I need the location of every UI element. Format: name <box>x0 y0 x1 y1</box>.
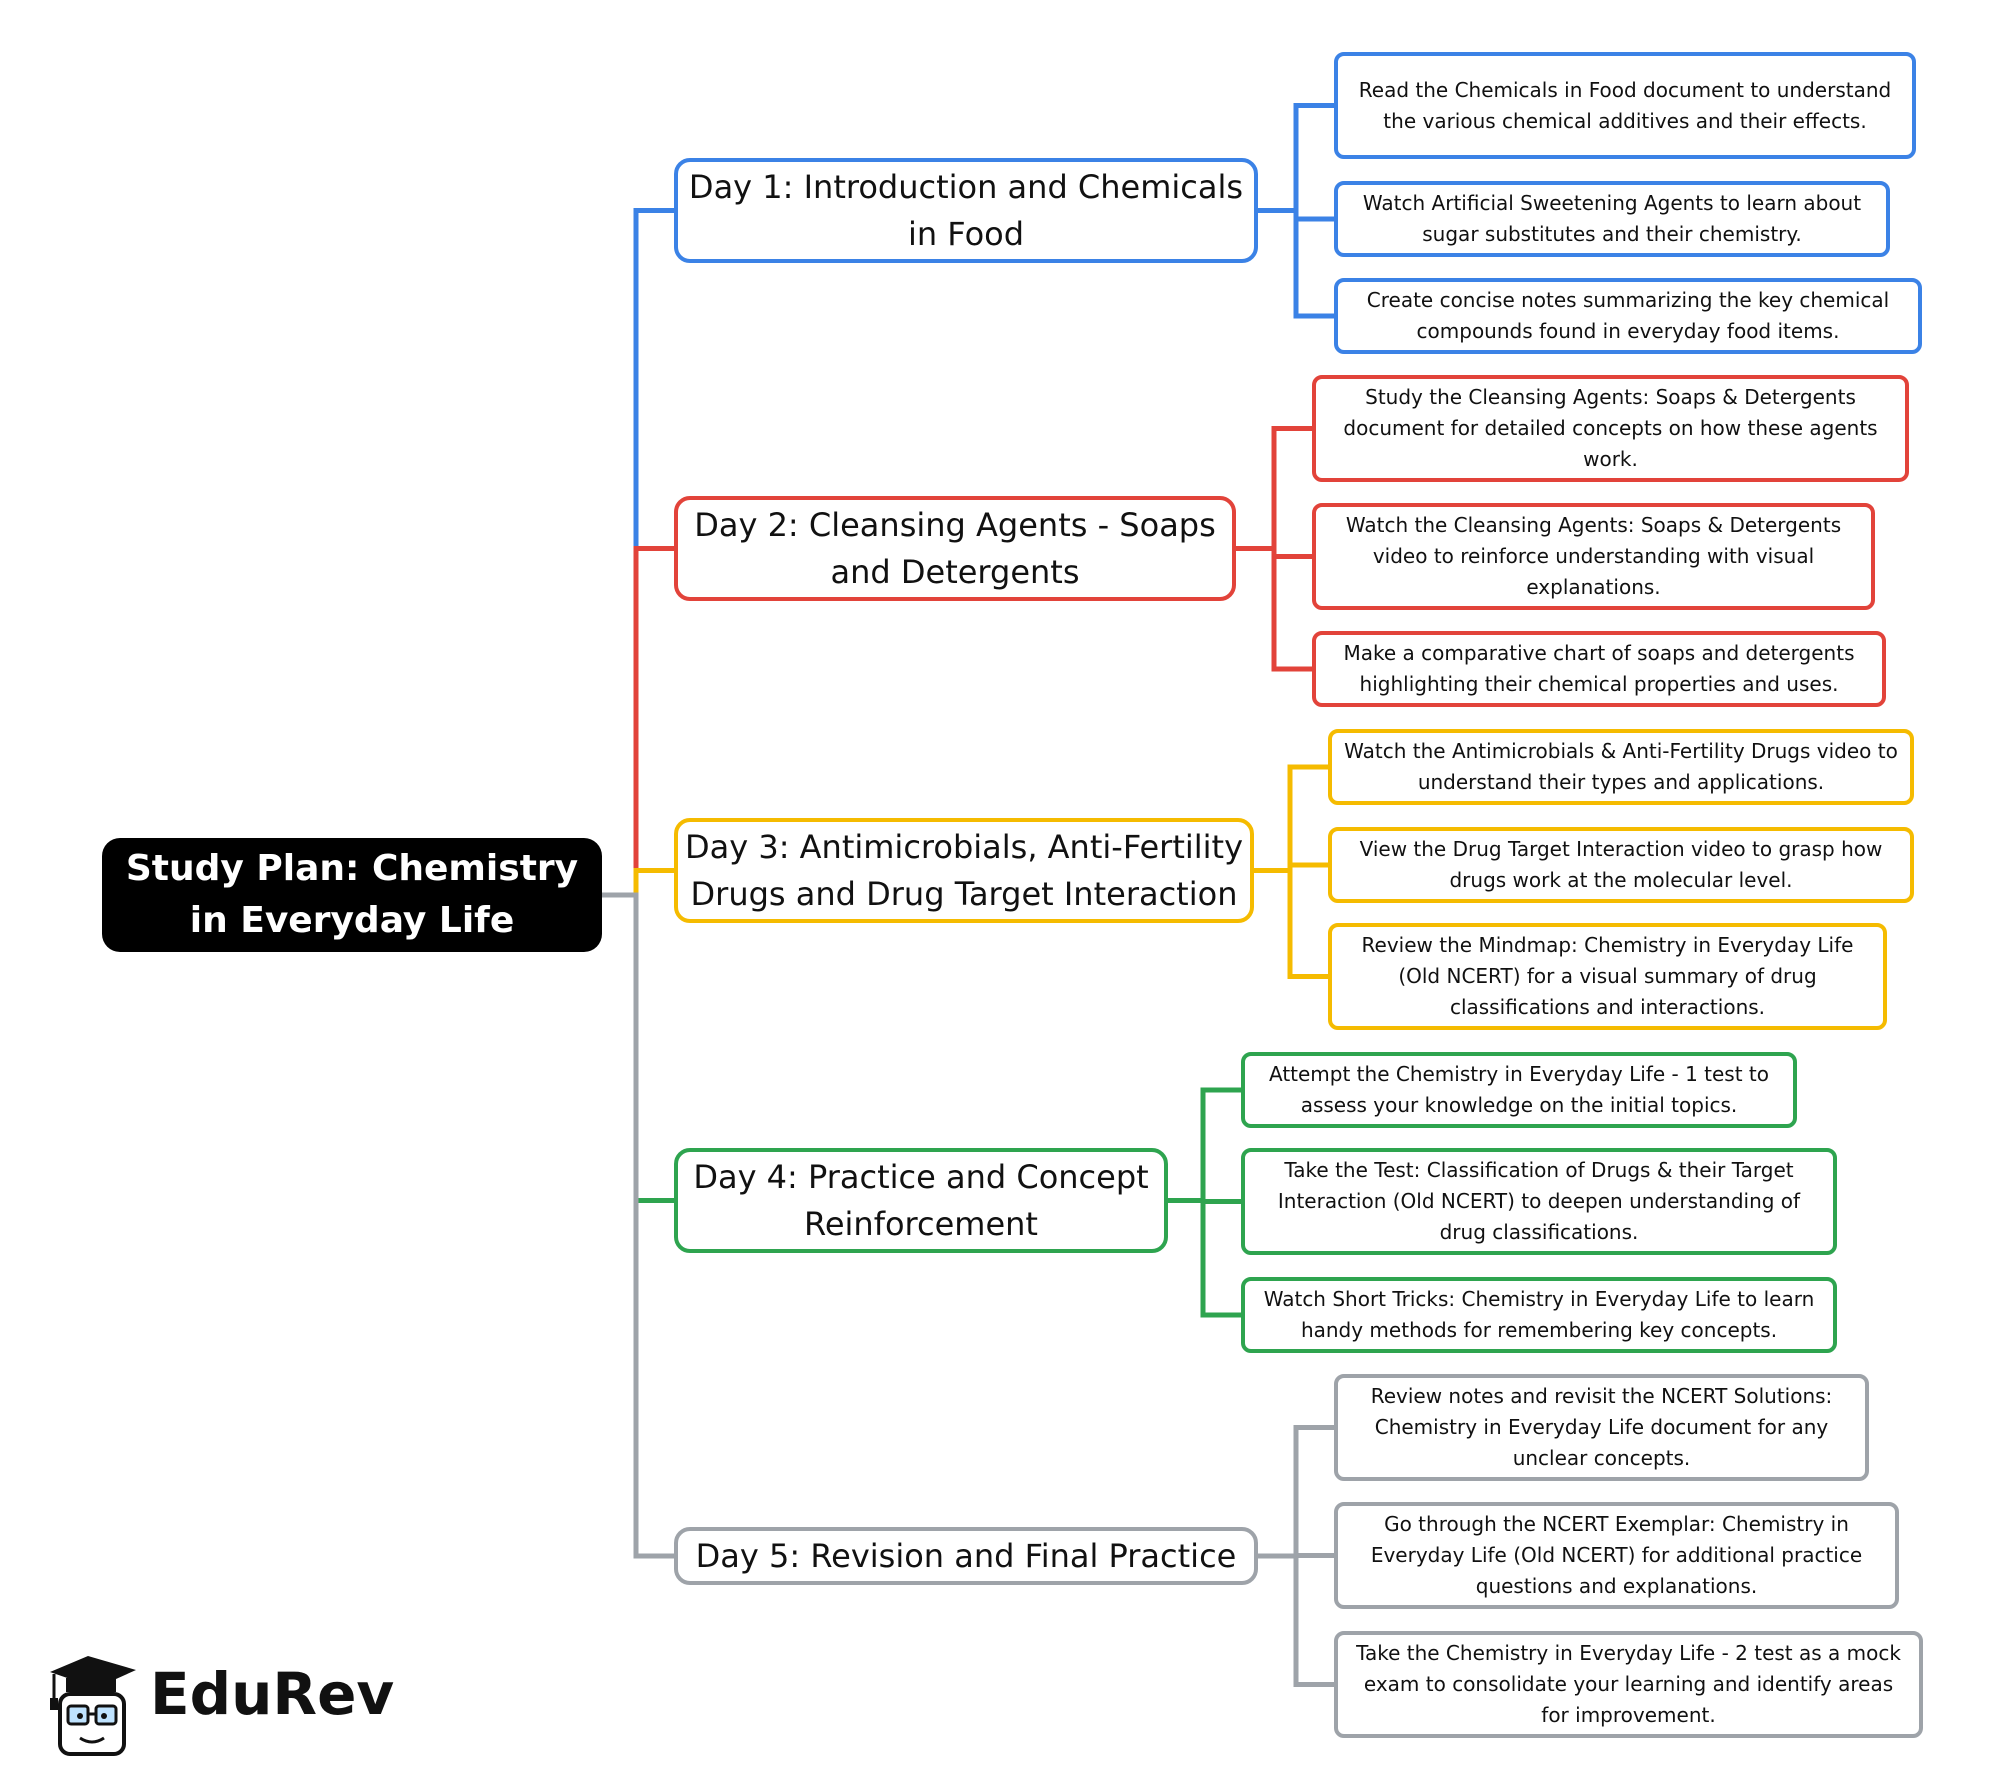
day-5-node: Day 5: Revision and Final Practice <box>674 1527 1258 1585</box>
day-3-task-2: View the Drug Target Interaction video t… <box>1328 827 1914 903</box>
link-day-1-task-3 <box>1258 208 1334 319</box>
root-label: Study Plan: Chemistry in Everyday Life <box>125 848 579 941</box>
day-4-task-1: Attempt the Chemistry in Everyday Life -… <box>1241 1052 1797 1128</box>
day-3-task-2-text: View the Drug Target Interaction video t… <box>1359 837 1883 892</box>
link-day-4-task-3 <box>1168 1198 1241 1318</box>
day-2-label: Day 2: Cleansing Agents - Soaps and Dete… <box>694 505 1216 591</box>
day-4-task-2: Take the Test: Classification of Drugs &… <box>1241 1148 1837 1255</box>
day-2-task-2-text: Watch the Cleansing Agents: Soaps & Dete… <box>1345 513 1842 599</box>
graduation-cap-icon <box>50 1656 136 1756</box>
day-5-task-2: Go through the NCERT Exemplar: Chemistry… <box>1334 1502 1899 1609</box>
link-day-1-task-1 <box>1258 103 1334 213</box>
link-day-3-task-3 <box>1254 868 1328 979</box>
day-5-task-2-text: Go through the NCERT Exemplar: Chemistry… <box>1370 1512 1863 1598</box>
day-1-task-1-text: Read the Chemicals in Food document to u… <box>1358 77 1892 133</box>
day-5-task-1-text: Review notes and revisit the NCERT Solut… <box>1370 1384 1833 1470</box>
day-2-node: Day 2: Cleansing Agents - Soaps and Dete… <box>674 496 1236 601</box>
day-1-task-1: Read the Chemicals in Food document to u… <box>1334 52 1916 159</box>
link-day-5-task-3 <box>1258 1553 1334 1687</box>
day-1-task-2: Watch Artificial Sweetening Agents to le… <box>1334 181 1890 257</box>
day-2-task-2: Watch the Cleansing Agents: Soaps & Dete… <box>1312 503 1875 610</box>
day-2-task-3-text: Make a comparative chart of soaps and de… <box>1343 641 1855 696</box>
link-day-3-task-1 <box>1254 764 1328 873</box>
day-5-task-1: Review notes and revisit the NCERT Solut… <box>1334 1374 1869 1481</box>
brand-name: EduRev <box>150 1660 395 1728</box>
day-5-label: Day 5: Revision and Final Practice <box>695 1536 1237 1575</box>
day-3-label: Day 3: Antimicrobials, Anti-Fertility Dr… <box>684 827 1244 913</box>
day-4-task-2-text: Take the Test: Classification of Drugs &… <box>1277 1158 1801 1244</box>
day-3-task-3-text: Review the Mindmap: Chemistry in Everyda… <box>1361 933 1854 1019</box>
day-4-task-3: Watch Short Tricks: Chemistry in Everyda… <box>1241 1277 1837 1353</box>
link-root-day-5 <box>602 892 674 1559</box>
day-2-task-1-text: Study the Cleansing Agents: Soaps & Dete… <box>1343 385 1878 471</box>
day-3-task-1-text: Watch the Antimicrobials & Anti-Fertilit… <box>1344 739 1898 794</box>
day-1-task-3: Create concise notes summarizing the key… <box>1334 278 1922 354</box>
root-node: Study Plan: Chemistry in Everyday Life <box>102 838 602 952</box>
day-1-label: Day 1: Introduction and Chemicals in Foo… <box>688 167 1244 253</box>
day-5-task-3-text: Take the Chemistry in Everyday Life - 2 … <box>1356 1641 1901 1727</box>
link-day-2-task-3 <box>1236 546 1312 672</box>
day-4-label: Day 4: Practice and Concept Reinforcemen… <box>693 1157 1149 1243</box>
day-2-task-3: Make a comparative chart of soaps and de… <box>1312 631 1886 707</box>
day-1-task-2-text: Watch Artificial Sweetening Agents to le… <box>1362 191 1862 246</box>
day-2-task-1: Study the Cleansing Agents: Soaps & Dete… <box>1312 375 1909 482</box>
day-1-node: Day 1: Introduction and Chemicals in Foo… <box>674 158 1258 263</box>
day-3-task-1: Watch the Antimicrobials & Anti-Fertilit… <box>1328 729 1914 805</box>
day-4-node: Day 4: Practice and Concept Reinforcemen… <box>674 1148 1168 1253</box>
edurev-logo: EduRev <box>38 1650 398 1760</box>
link-root-day-2 <box>602 546 674 898</box>
link-root-day-3 <box>602 868 674 898</box>
day-4-task-3-text: Watch Short Tricks: Chemistry in Everyda… <box>1263 1287 1815 1342</box>
day-4-task-1-text: Attempt the Chemistry in Everyday Life -… <box>1268 1062 1769 1117</box>
day-3-node: Day 3: Antimicrobials, Anti-Fertility Dr… <box>674 818 1254 923</box>
link-day-5-task-1 <box>1258 1425 1334 1559</box>
day-5-task-3: Take the Chemistry in Everyday Life - 2 … <box>1334 1631 1923 1738</box>
day-1-task-3-text: Create concise notes summarizing the key… <box>1366 288 1890 343</box>
link-day-2-task-1 <box>1236 426 1312 551</box>
link-day-4-task-1 <box>1168 1087 1241 1203</box>
day-3-task-3: Review the Mindmap: Chemistry in Everyda… <box>1328 923 1887 1030</box>
